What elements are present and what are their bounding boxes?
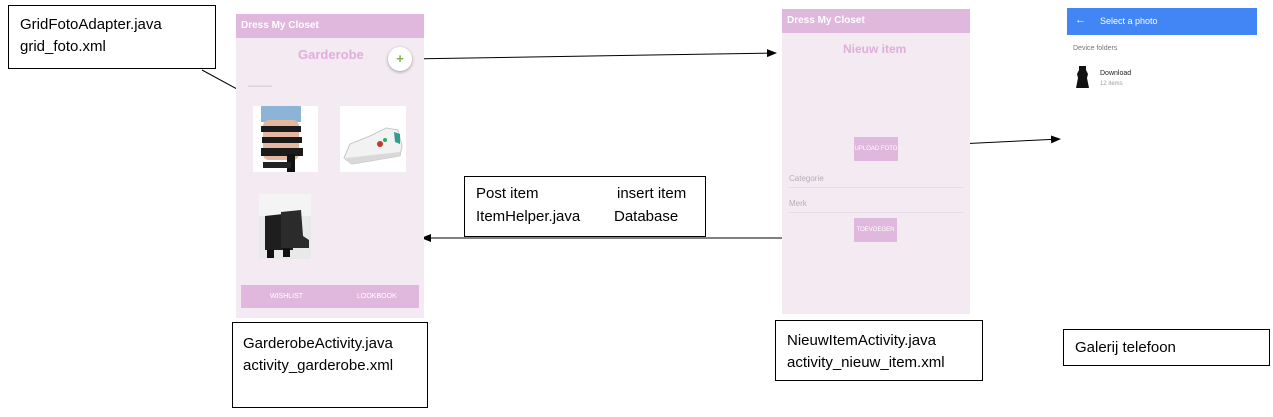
upload-foto-button[interactable]: UPLOAD FOTO — [854, 137, 898, 161]
device-folders-heading: Device folders — [1073, 45, 1118, 52]
garderobe-activity-label-box: GarderobeActivity.java activity_garderob… — [232, 322, 428, 408]
fab-to-nieuw-item-arrow — [406, 49, 777, 60]
thumbnail-sneakers[interactable] — [340, 106, 406, 172]
bottom-bar: WISHLIST LOOKBOOK — [241, 285, 419, 308]
galerij-label: Galerij telefoon — [1075, 339, 1176, 356]
app-title: Dress My Closet — [241, 20, 319, 31]
sneakers-photo — [340, 106, 406, 172]
garderobe-activity-layout-name: activity_garderobe.xml — [243, 357, 394, 374]
merk-field[interactable]: Merk — [789, 199, 807, 208]
nieuw-item-activity-layout-name: activity_nieuw_item.xml — [787, 354, 945, 371]
plus-icon: + — [396, 51, 404, 66]
categorie-field[interactable]: Categorie — [789, 174, 824, 183]
folder-count: 12 items — [1100, 81, 1123, 87]
screen-title: Garderobe — [298, 47, 364, 62]
garderobe-activity-class-name: GarderobeActivity.java — [243, 335, 393, 352]
database-label: Database — [614, 208, 679, 225]
adapter-class-name: GridFotoAdapter.java — [20, 16, 162, 33]
thumbnail-ankle-boots[interactable] — [259, 194, 311, 259]
galerij-label-box: Galerij telefoon — [1063, 329, 1270, 366]
dress-folder-icon[interactable] — [1076, 66, 1089, 88]
gallery-screen: ← Select a photo Device folders Download… — [1067, 8, 1257, 108]
faded-spinner-text: ━━━━━ — [248, 82, 273, 91]
nieuw-item-activity-label-box: NieuwItemActivity.java activity_nieuw_it… — [775, 320, 983, 381]
nieuw-item-activity-class-name: NieuwItemActivity.java — [787, 332, 936, 349]
post-item-label-box: Post item insert item ItemHelper.java Da… — [464, 176, 706, 237]
merk-underline — [788, 212, 964, 213]
back-arrow-icon[interactable]: ← — [1075, 14, 1086, 26]
gallery-app-bar: ← Select a photo — [1067, 8, 1257, 35]
lookbook-button[interactable]: LOOKBOOK — [357, 293, 397, 300]
thumbnail-sandals[interactable] — [253, 106, 318, 172]
insert-item-label: insert item — [617, 185, 687, 202]
toevoegen-button[interactable]: TOEVOEGEN — [854, 218, 897, 242]
add-item-button[interactable]: + — [388, 47, 412, 71]
upload-foto-label: UPLOAD FOTO — [854, 146, 898, 152]
wishlist-button[interactable]: WISHLIST — [270, 293, 304, 300]
app-bar: Dress My Closet — [236, 14, 424, 38]
categorie-underline — [788, 187, 964, 188]
toevoegen-label: TOEVOEGEN — [856, 227, 895, 233]
app-title: Dress My Closet — [787, 15, 865, 26]
item-helper-label: ItemHelper.java — [476, 208, 581, 225]
sandals-photo — [253, 106, 318, 172]
adapter-layout-name: grid_foto.xml — [20, 38, 106, 55]
app-bar: Dress My Closet — [782, 9, 970, 33]
gallery-title: Select a photo — [1100, 16, 1158, 26]
adapter-label-box: GridFotoAdapter.java grid_foto.xml — [8, 5, 216, 69]
post-item-label: Post item — [476, 185, 539, 202]
folder-name[interactable]: Download — [1100, 70, 1132, 77]
screen-title: Nieuw item — [843, 42, 907, 56]
nieuw-item-screen: Dress My Closet Nieuw item UPLOAD FOTO C… — [782, 9, 970, 314]
garderobe-screen: Dress My Closet Garderobe + ━━━━━ — [236, 14, 424, 318]
ankle-boots-photo — [259, 194, 311, 259]
